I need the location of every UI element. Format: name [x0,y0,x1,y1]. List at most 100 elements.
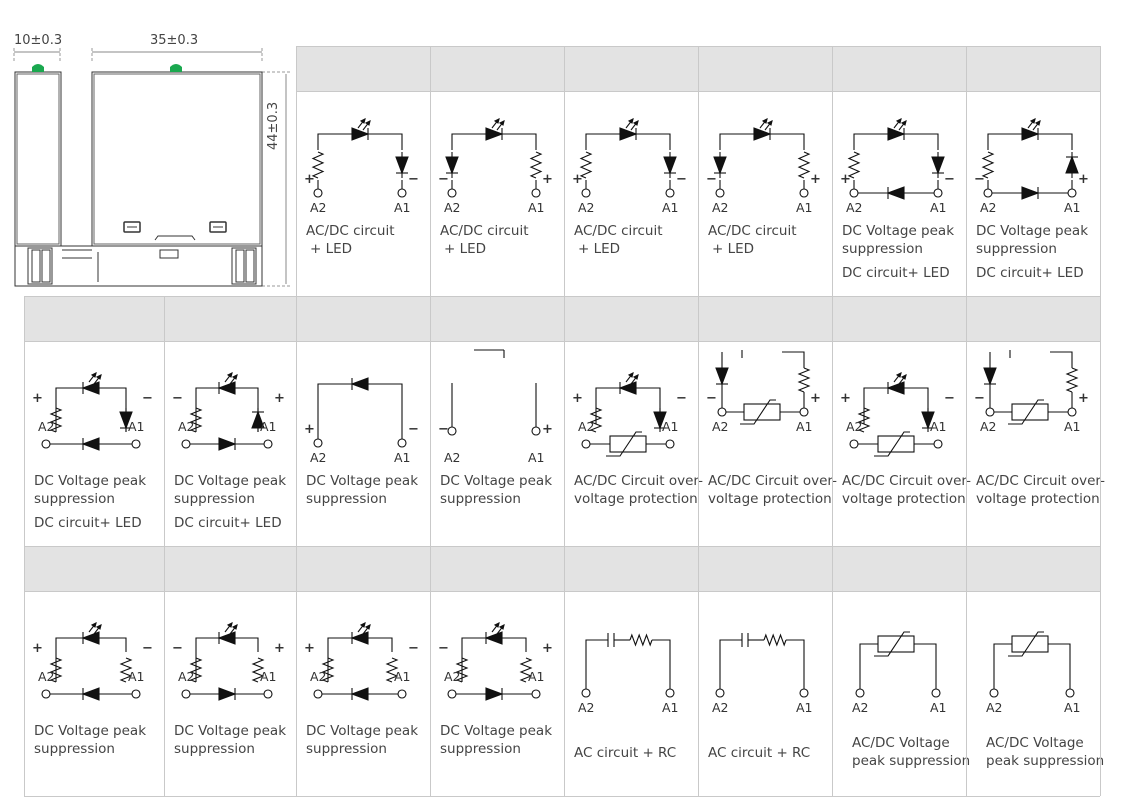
grid-col-line [24,546,25,796]
terminal-label-a1: A1 [394,669,411,684]
polarity-sign-right: − [676,172,687,187]
circuit-schematic [41,621,141,701]
polarity-sign-right: + [542,641,553,656]
description-line: DC Voltage peak [34,473,147,489]
polarity-sign-left: − [438,422,449,437]
circuit-schematic [313,377,407,448]
grid-row-line [24,296,1100,297]
terminal-label-a2: A2 [38,419,55,434]
description-extra: DC circuit+ LED [976,265,1084,281]
terminal-label-a1: A1 [528,669,545,684]
polarity-sign-left: − [172,641,183,656]
description-line: DC Voltage peak [174,473,287,489]
terminal-label-a2: A2 [310,450,327,465]
circuit-description: AC/DC circuit+ LED [306,222,395,258]
circuit-schematic [581,633,675,698]
polarity-sign-left: − [438,172,449,187]
polarity-sign-left: + [304,422,315,437]
polarity-sign-right: + [274,391,285,406]
grid-header-line [24,591,1100,592]
circuit-schematic [855,631,941,698]
description-line: DC Voltage peak [842,223,955,239]
terminal-label-a1: A1 [662,700,679,715]
description-line: AC/DC Voltage [852,735,950,751]
description-line: AC/DC circuit [708,223,797,239]
description-line: AC/DC circuit [440,223,529,239]
polarity-sign-right: − [408,172,419,187]
grid-col-line [832,46,833,296]
description-line: AC/DC Circuit over- [708,473,837,489]
terminal-label-a2: A2 [578,419,595,434]
circuit-schematic [181,371,273,451]
grid-header-line [24,341,1100,342]
terminal-label-a1: A1 [930,700,947,715]
terminal-label-a1: A1 [260,669,277,684]
circuit-schematic [849,371,943,457]
grid-col-line [698,296,699,546]
terminal-label-a2: A2 [980,200,997,215]
polarity-sign-left: + [304,641,315,656]
polarity-sign-right: + [274,641,285,656]
grid-row-line [24,546,1100,547]
description-line: suppression [34,491,115,507]
polarity-sign-right: − [142,641,153,656]
polarity-sign-left: + [572,391,583,406]
polarity-sign-right: + [1078,391,1089,406]
description-line: DC Voltage peak [34,723,147,739]
grid-col-line [564,546,565,796]
polarity-sign-left: + [32,391,43,406]
polarity-sign-left: + [840,391,851,406]
description-line: + LED [310,241,353,257]
terminal-label-a2: A2 [712,200,729,215]
description-line: peak suppression [986,753,1105,769]
terminal-label-a2: A2 [444,200,461,215]
grid-col-line [698,46,699,296]
circuit-schematic [447,621,541,701]
terminal-label-a2: A2 [578,200,595,215]
description-line: AC/DC Voltage [986,735,1084,751]
row-header-band [24,297,1100,341]
terminal-label-a1: A1 [1064,200,1081,215]
circuit-description: AC/DC Circuit over-voltage protection [976,472,1105,508]
terminal-label-a1: A1 [796,700,813,715]
grid-col-line [832,546,833,796]
polarity-sign-right: + [810,391,821,406]
terminal-label-a1: A1 [662,419,679,434]
led-indicator-small [32,64,44,72]
terminal-label-a2: A2 [712,419,729,434]
polarity-sign-left: + [840,172,851,187]
polarity-sign-right: − [408,422,419,437]
polarity-sign-right: + [810,172,821,187]
description-line: AC/DC circuit [574,223,663,239]
grid-col-line [966,46,967,296]
row-header-band [24,547,1100,591]
description-line: DC Voltage peak [440,473,553,489]
polarity-sign-right: − [944,172,955,187]
description-line: + LED [444,241,487,257]
terminal-label-a2: A2 [578,700,595,715]
terminal-label-a2: A2 [444,450,461,465]
circuit-description: AC/DC Circuit over-voltage protection [842,472,971,508]
circuit-schematic [311,117,409,198]
terminal-label-a1: A1 [796,419,813,434]
description-line: DC Voltage peak [976,223,1089,239]
description-line: + LED [712,241,755,257]
module-drawing: 10±0.3 35±0.3 44±0.3 [0,0,296,296]
circuit-description: AC/DC circuit + LED [708,222,797,258]
terminal-label-a2: A2 [846,200,863,215]
polarity-sign-left: + [572,172,583,187]
circuit-schematic [447,349,541,436]
grid-col-line [966,546,967,796]
description-line: suppression [174,491,255,507]
terminal-label-a1: A1 [1064,419,1081,434]
polarity-sign-left: − [974,172,985,187]
terminal-label-a2: A2 [38,669,55,684]
circuit-description: AC circuit + RC [708,744,810,762]
polarity-sign-left: − [706,391,717,406]
circuit-schematic [981,117,1079,200]
